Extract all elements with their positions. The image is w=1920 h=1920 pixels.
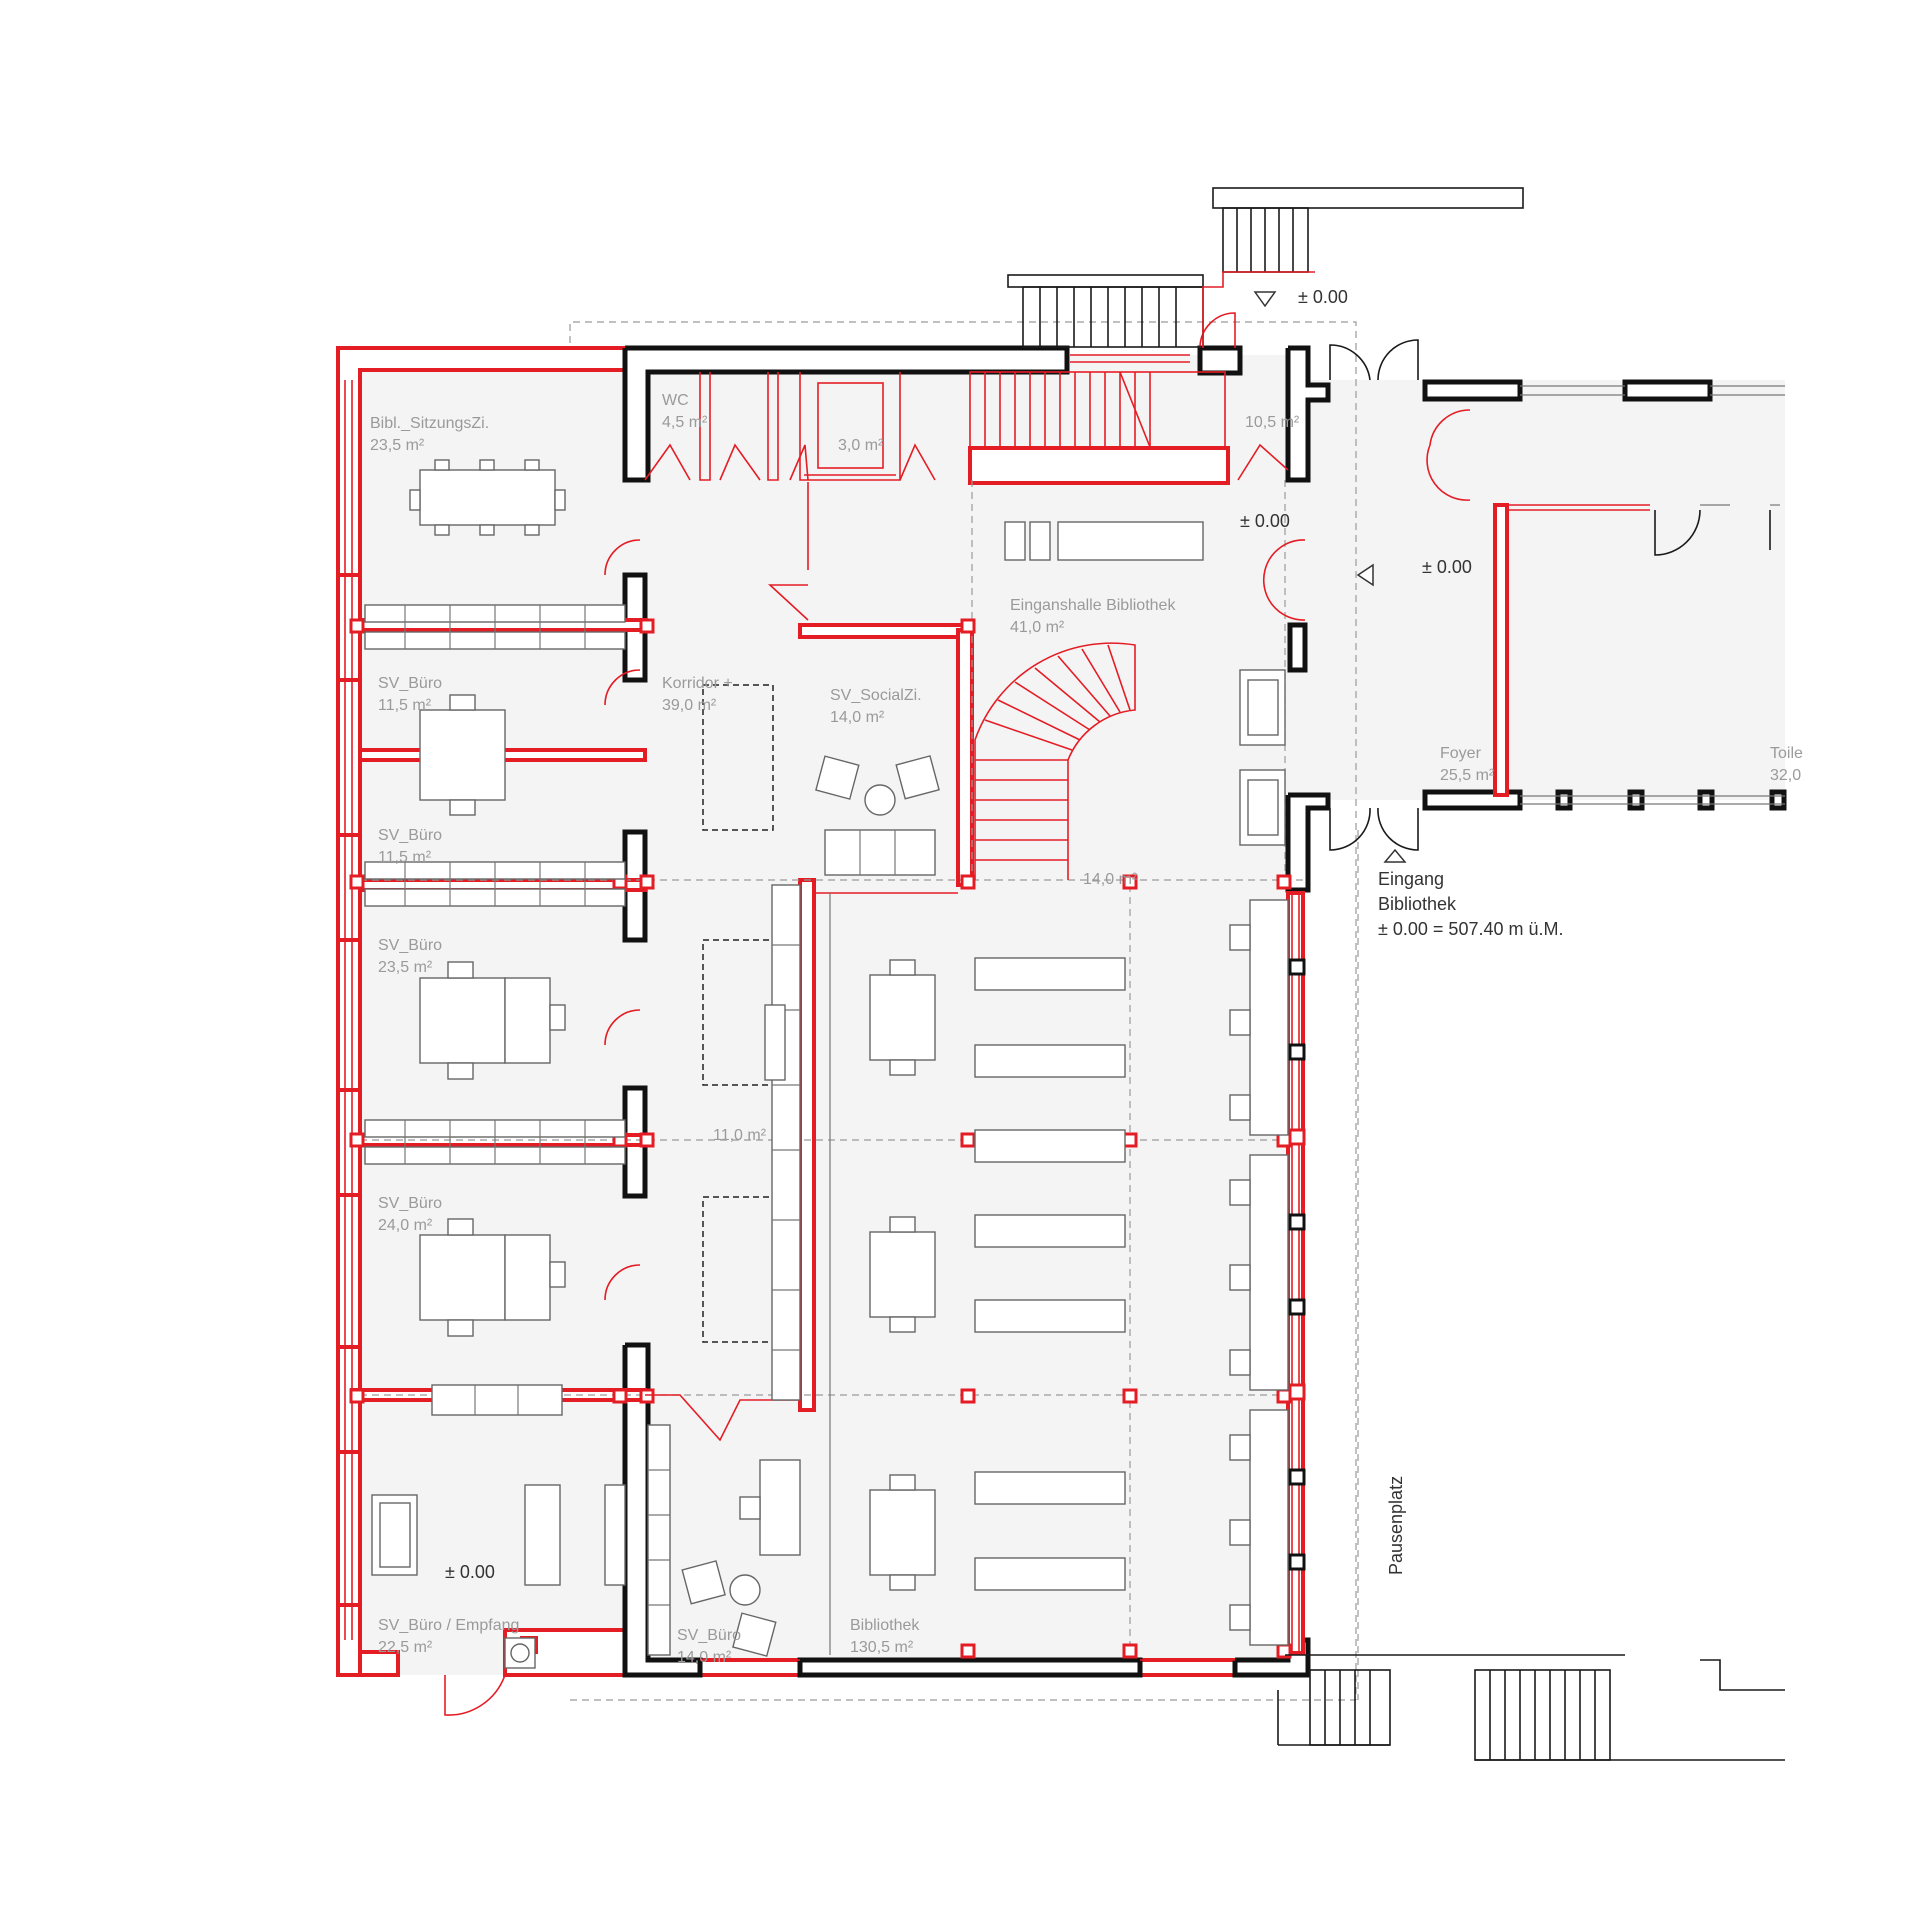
room-area: 14,0 m² bbox=[677, 1649, 732, 1666]
level-triangle-icon bbox=[1356, 563, 1374, 587]
room-area: 130,5 m² bbox=[850, 1639, 914, 1656]
columns bbox=[349, 618, 1306, 1659]
room-area: 11,0 m² bbox=[713, 1127, 767, 1144]
entrance-label-line: Eingang bbox=[1378, 869, 1444, 889]
level-label: ± 0.00 bbox=[1422, 557, 1472, 577]
room-area: 10,5 m² bbox=[1245, 414, 1300, 431]
room-labels: Bibl._SitzungsZi. 23,5 m² WC 4,5 m² 3,0 … bbox=[370, 392, 1803, 1666]
room-name: SV_Büro bbox=[378, 827, 442, 844]
room-name: SV_Büro bbox=[378, 1195, 442, 1212]
room-name: SV_Büro bbox=[378, 937, 442, 954]
stairs bbox=[969, 187, 1785, 1761]
room-area: 22,5 m² bbox=[378, 1639, 433, 1656]
level-label: ± 0.00 bbox=[1298, 287, 1348, 307]
furniture bbox=[364, 459, 1289, 1669]
entrance-label-line: Bibliothek bbox=[1378, 894, 1457, 914]
room-area: 4,5 m² bbox=[662, 414, 708, 431]
room-name: SV_Büro / Empfang bbox=[378, 1617, 519, 1634]
room-name: SV_Büro bbox=[378, 675, 442, 692]
room-name: Einganshalle Bibliothek bbox=[1010, 597, 1176, 614]
entrance-elevation: ± 0.00 = 507.40 m ü.M. bbox=[1378, 919, 1563, 939]
level-markers bbox=[1253, 291, 1407, 863]
room-area: 25,5 m² bbox=[1440, 767, 1495, 784]
room-name: Bibl._SitzungsZi. bbox=[370, 415, 489, 432]
doors bbox=[444, 312, 1771, 1716]
level-triangle-icon bbox=[1253, 291, 1277, 308]
room-area: 14,0 m² bbox=[1083, 871, 1138, 888]
room-area: 3,0 m² bbox=[838, 437, 884, 454]
room-area: 11,5 m² bbox=[378, 697, 432, 714]
room-area: 41,0 m² bbox=[1010, 619, 1065, 636]
room-name: WC bbox=[662, 392, 689, 409]
room-name: Korridor + bbox=[662, 675, 733, 692]
room-name: Toile bbox=[1770, 745, 1803, 762]
level-labels: ± 0.00 ± 0.00 ± 0.00 ± 0.00 bbox=[445, 287, 1472, 1582]
entrance-label: Eingang Bibliothek ± 0.00 = 507.40 m ü.M… bbox=[1378, 869, 1563, 939]
room-area: 11,5 m² bbox=[378, 849, 432, 866]
room-area: 23,5 m² bbox=[378, 959, 433, 976]
room-area: 14,0 m² bbox=[830, 709, 885, 726]
room-name: SV_SocialZi. bbox=[830, 687, 922, 704]
room-area: 24,0 m² bbox=[378, 1217, 433, 1234]
room-name: Foyer bbox=[1440, 745, 1482, 762]
room-name: SV_Büro bbox=[677, 1627, 741, 1644]
room-area: 32,0 bbox=[1770, 767, 1801, 784]
level-label: ± 0.00 bbox=[1240, 511, 1290, 531]
room-name: Bibliothek bbox=[850, 1617, 920, 1634]
existing-walls bbox=[622, 345, 1787, 1678]
room-area: 39,0 m² bbox=[662, 697, 717, 714]
level-label: ± 0.00 bbox=[445, 1562, 495, 1582]
outdoor-area-label: Pausenplatz bbox=[1386, 1476, 1406, 1575]
entrance-triangle-icon bbox=[1383, 848, 1407, 863]
site-outline bbox=[569, 321, 1359, 1701]
room-area: 23,5 m² bbox=[370, 437, 425, 454]
